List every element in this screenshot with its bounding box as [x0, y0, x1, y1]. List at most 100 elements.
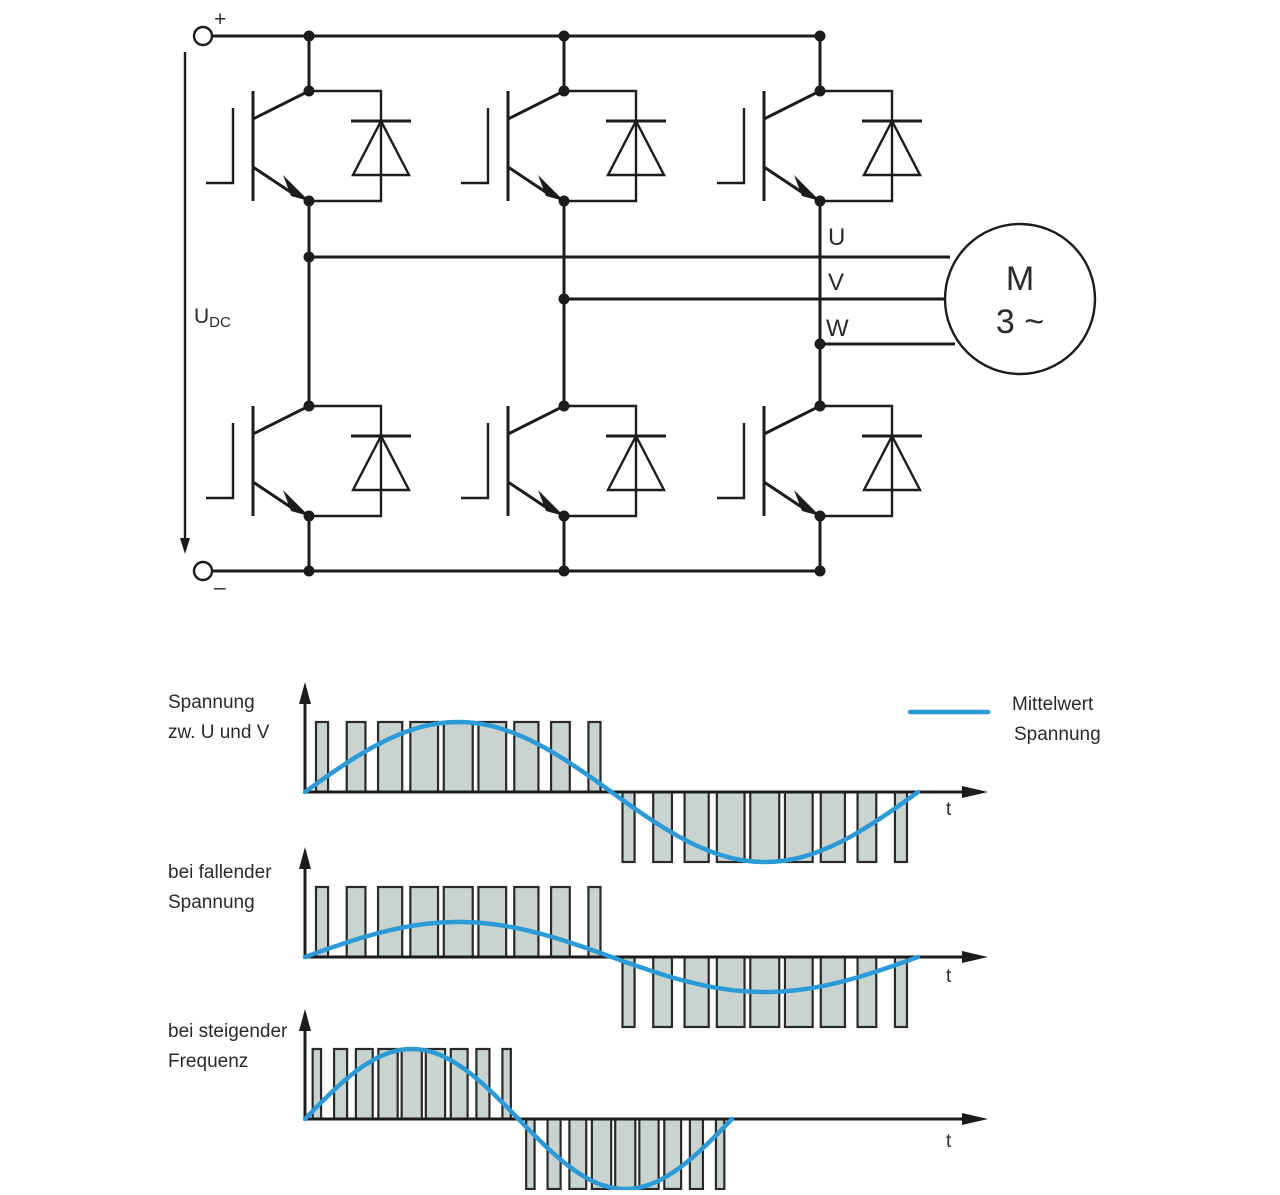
minus-terminal [192, 560, 214, 582]
igbt-emitter [507, 480, 551, 512]
pwm-pulse [409, 720, 440, 794]
motor-symbol [943, 222, 1097, 376]
igbt-emitter [763, 165, 807, 197]
junction-dot [558, 85, 570, 97]
emitter-arrow-icon [794, 175, 820, 201]
plus-label: + [214, 8, 226, 31]
igbt-emitter [252, 480, 296, 512]
voltage-axis-arrowhead [299, 847, 311, 869]
pwm-pulse [783, 790, 814, 864]
diode-icon [606, 433, 666, 492]
rail-junction-dot [303, 565, 315, 577]
gate-electrode [461, 108, 490, 185]
emitter-arrow-icon [794, 490, 820, 516]
pwm-pulse [856, 955, 878, 1029]
rail-junction-dot [558, 30, 570, 42]
pwm-pulse [442, 720, 474, 794]
time-axis-label: t [946, 1131, 952, 1152]
upper-switch-3 [717, 36, 922, 256]
diode-icon [351, 433, 411, 492]
udc-arrowhead [180, 538, 190, 554]
pwm-pulse [314, 885, 330, 959]
pwm-pulse [683, 955, 710, 1029]
junction-dot [814, 510, 826, 522]
node-w [814, 338, 826, 350]
inverter-circuit: + – UDC M 3 ~ U V W [180, 8, 1097, 599]
pwm-pulse [549, 885, 571, 959]
igbt-emitter [252, 165, 296, 197]
diode-branch [820, 404, 894, 518]
legend: Mittelwert Spannung [907, 694, 1101, 745]
node-v [558, 293, 570, 305]
pwm-pulse [893, 955, 909, 1029]
gate-electrode [206, 108, 235, 185]
gate-electrode [206, 423, 235, 500]
pwm-pulse [621, 955, 636, 1029]
chart-label-line: Spannung [168, 692, 255, 713]
junction-dot [303, 510, 315, 522]
legend-label-line2: Spannung [1014, 724, 1101, 745]
emitter-arrow-icon [283, 175, 309, 201]
phase-label-w: W [826, 315, 849, 342]
junction-dot [303, 85, 315, 97]
average-voltage-curve [302, 719, 921, 865]
time-axis-label: t [946, 966, 952, 987]
pwm-pulse [587, 885, 602, 959]
node-u [303, 251, 315, 263]
igbt-collector [252, 36, 311, 121]
voltage-axis-arrowhead [299, 682, 311, 704]
pwm-pulse [400, 1047, 423, 1121]
average-voltage-curve [302, 1046, 735, 1192]
pwm-pulse [424, 1047, 447, 1121]
gate-electrode [717, 423, 746, 500]
legend-label-line1: Mittelwert [1012, 694, 1094, 715]
igbt-emitter [763, 480, 807, 512]
pwm-pulse [638, 1117, 660, 1191]
rail-junction-dot [814, 30, 826, 42]
gate-electrode [461, 423, 490, 500]
pwm-pulse [345, 885, 367, 959]
pwm-pulse [477, 720, 508, 794]
chart-label-line: Spannung [168, 892, 255, 913]
motor-label-m: M [1006, 260, 1034, 298]
emitter-arrow-icon [538, 490, 564, 516]
pwm-pulse [377, 1047, 399, 1121]
chart-label-line: bei fallender [168, 862, 272, 883]
time-axis-label: t [946, 799, 952, 820]
diode-icon [351, 118, 411, 177]
minus-label: – [214, 576, 226, 599]
phase-label-u: U [828, 224, 845, 251]
udc-label: UDC [194, 305, 231, 331]
igbt-collector [763, 36, 822, 121]
inverter-legs [206, 30, 922, 577]
diode-branch [564, 89, 638, 203]
igbt-collector [763, 351, 822, 436]
plus-terminal [192, 25, 214, 47]
phase-label-v: V [828, 269, 844, 296]
voltage-axis-arrowhead [299, 1009, 311, 1031]
gate-electrode [717, 108, 746, 185]
junction-dot [814, 85, 826, 97]
diode-icon [862, 118, 922, 177]
diode-branch [820, 89, 894, 203]
emitter-arrow-icon [283, 490, 309, 516]
pwm-pulse [819, 955, 847, 1029]
motor-label-phase: 3 ~ [996, 303, 1044, 341]
rail-junction-dot [303, 30, 315, 42]
rail-junction-dot [814, 565, 826, 577]
average-voltage-curve [302, 919, 921, 995]
time-axis-arrowhead [962, 1113, 988, 1125]
diode-branch [564, 404, 638, 518]
emitter-arrow-icon [538, 175, 564, 201]
junction-dot [558, 510, 570, 522]
diode-branch [309, 404, 383, 518]
pwm-pulse [652, 955, 674, 1029]
igbt-collector [252, 351, 311, 436]
igbt-emitter [507, 165, 551, 197]
time-axis-arrowhead [962, 786, 988, 798]
pwm-pulse [614, 1117, 637, 1191]
